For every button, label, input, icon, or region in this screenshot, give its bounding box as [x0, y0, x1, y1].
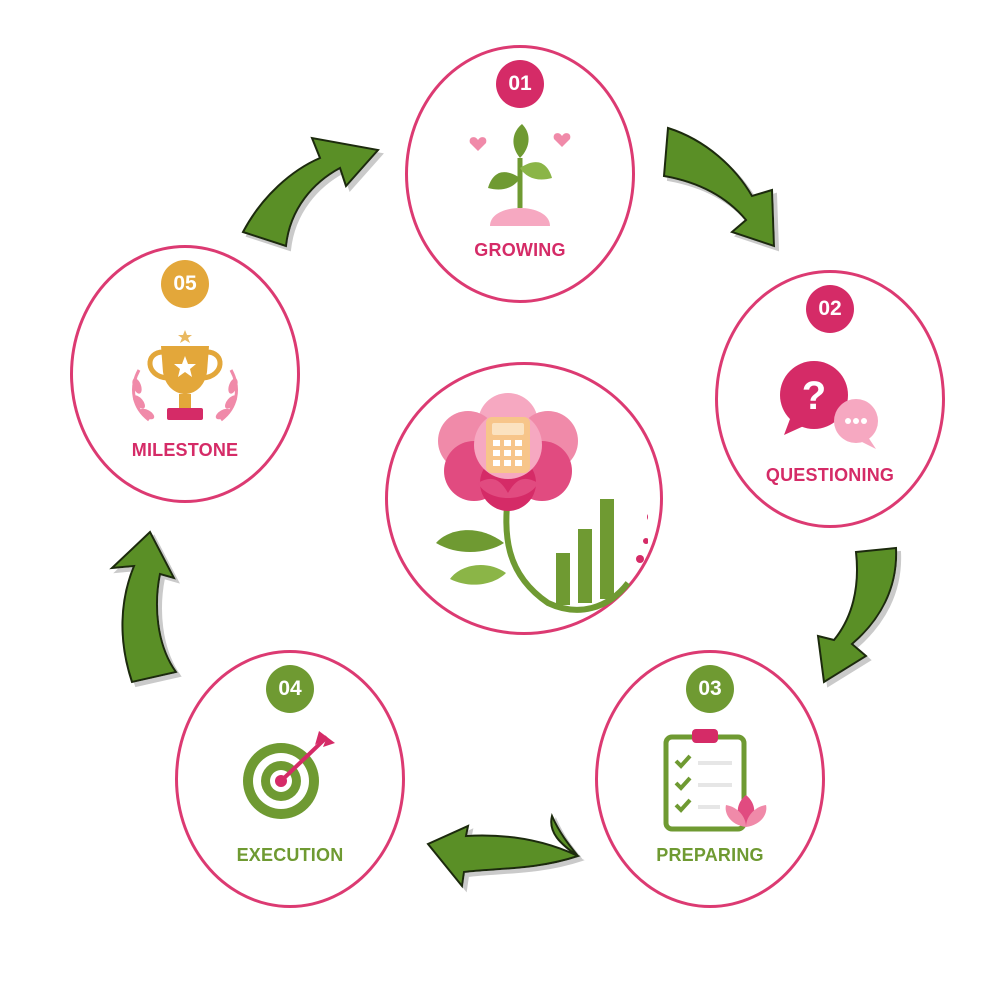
- flower-calculator-growth-chart-icon: [436, 393, 648, 613]
- step-preparing: 03 PREPARING: [595, 650, 825, 908]
- step-questioning: 02 ? QUESTIONING: [715, 270, 945, 528]
- step-execution: 04 EXECUTION: [175, 650, 405, 908]
- step-number-badge: 05: [161, 260, 209, 308]
- arrow-3-to-4: [426, 812, 581, 889]
- center-illustration: [385, 362, 663, 635]
- arrow-2-to-3: [816, 546, 898, 684]
- arrow-4-to-5: [109, 530, 178, 684]
- question-chat-icon: ?: [780, 361, 878, 449]
- step-number-badge: 01: [496, 60, 544, 108]
- arrow-1-to-2: [662, 126, 776, 248]
- clipboard-checklist-icon: [663, 729, 767, 832]
- trophy-icon: [132, 330, 238, 422]
- step-number-badge: 04: [266, 665, 314, 713]
- target-arrow-icon: [243, 731, 335, 819]
- sprout-icon: [469, 124, 571, 226]
- arrow-5-to-1: [241, 136, 380, 248]
- step-number-badge: 03: [686, 665, 734, 713]
- step-milestone: 05 MILESTONE: [70, 245, 300, 503]
- step-label: QUESTIONING: [765, 465, 895, 485]
- step-label: PREPARING: [656, 845, 764, 865]
- step-label: MILESTONE: [131, 440, 239, 460]
- step-label: EXECUTION: [236, 845, 344, 865]
- step-label: GROWING: [474, 240, 566, 260]
- step-growing: 01 GROWING: [405, 45, 635, 303]
- step-number-badge: 02: [806, 285, 854, 333]
- svg-text:?: ?: [802, 374, 826, 418]
